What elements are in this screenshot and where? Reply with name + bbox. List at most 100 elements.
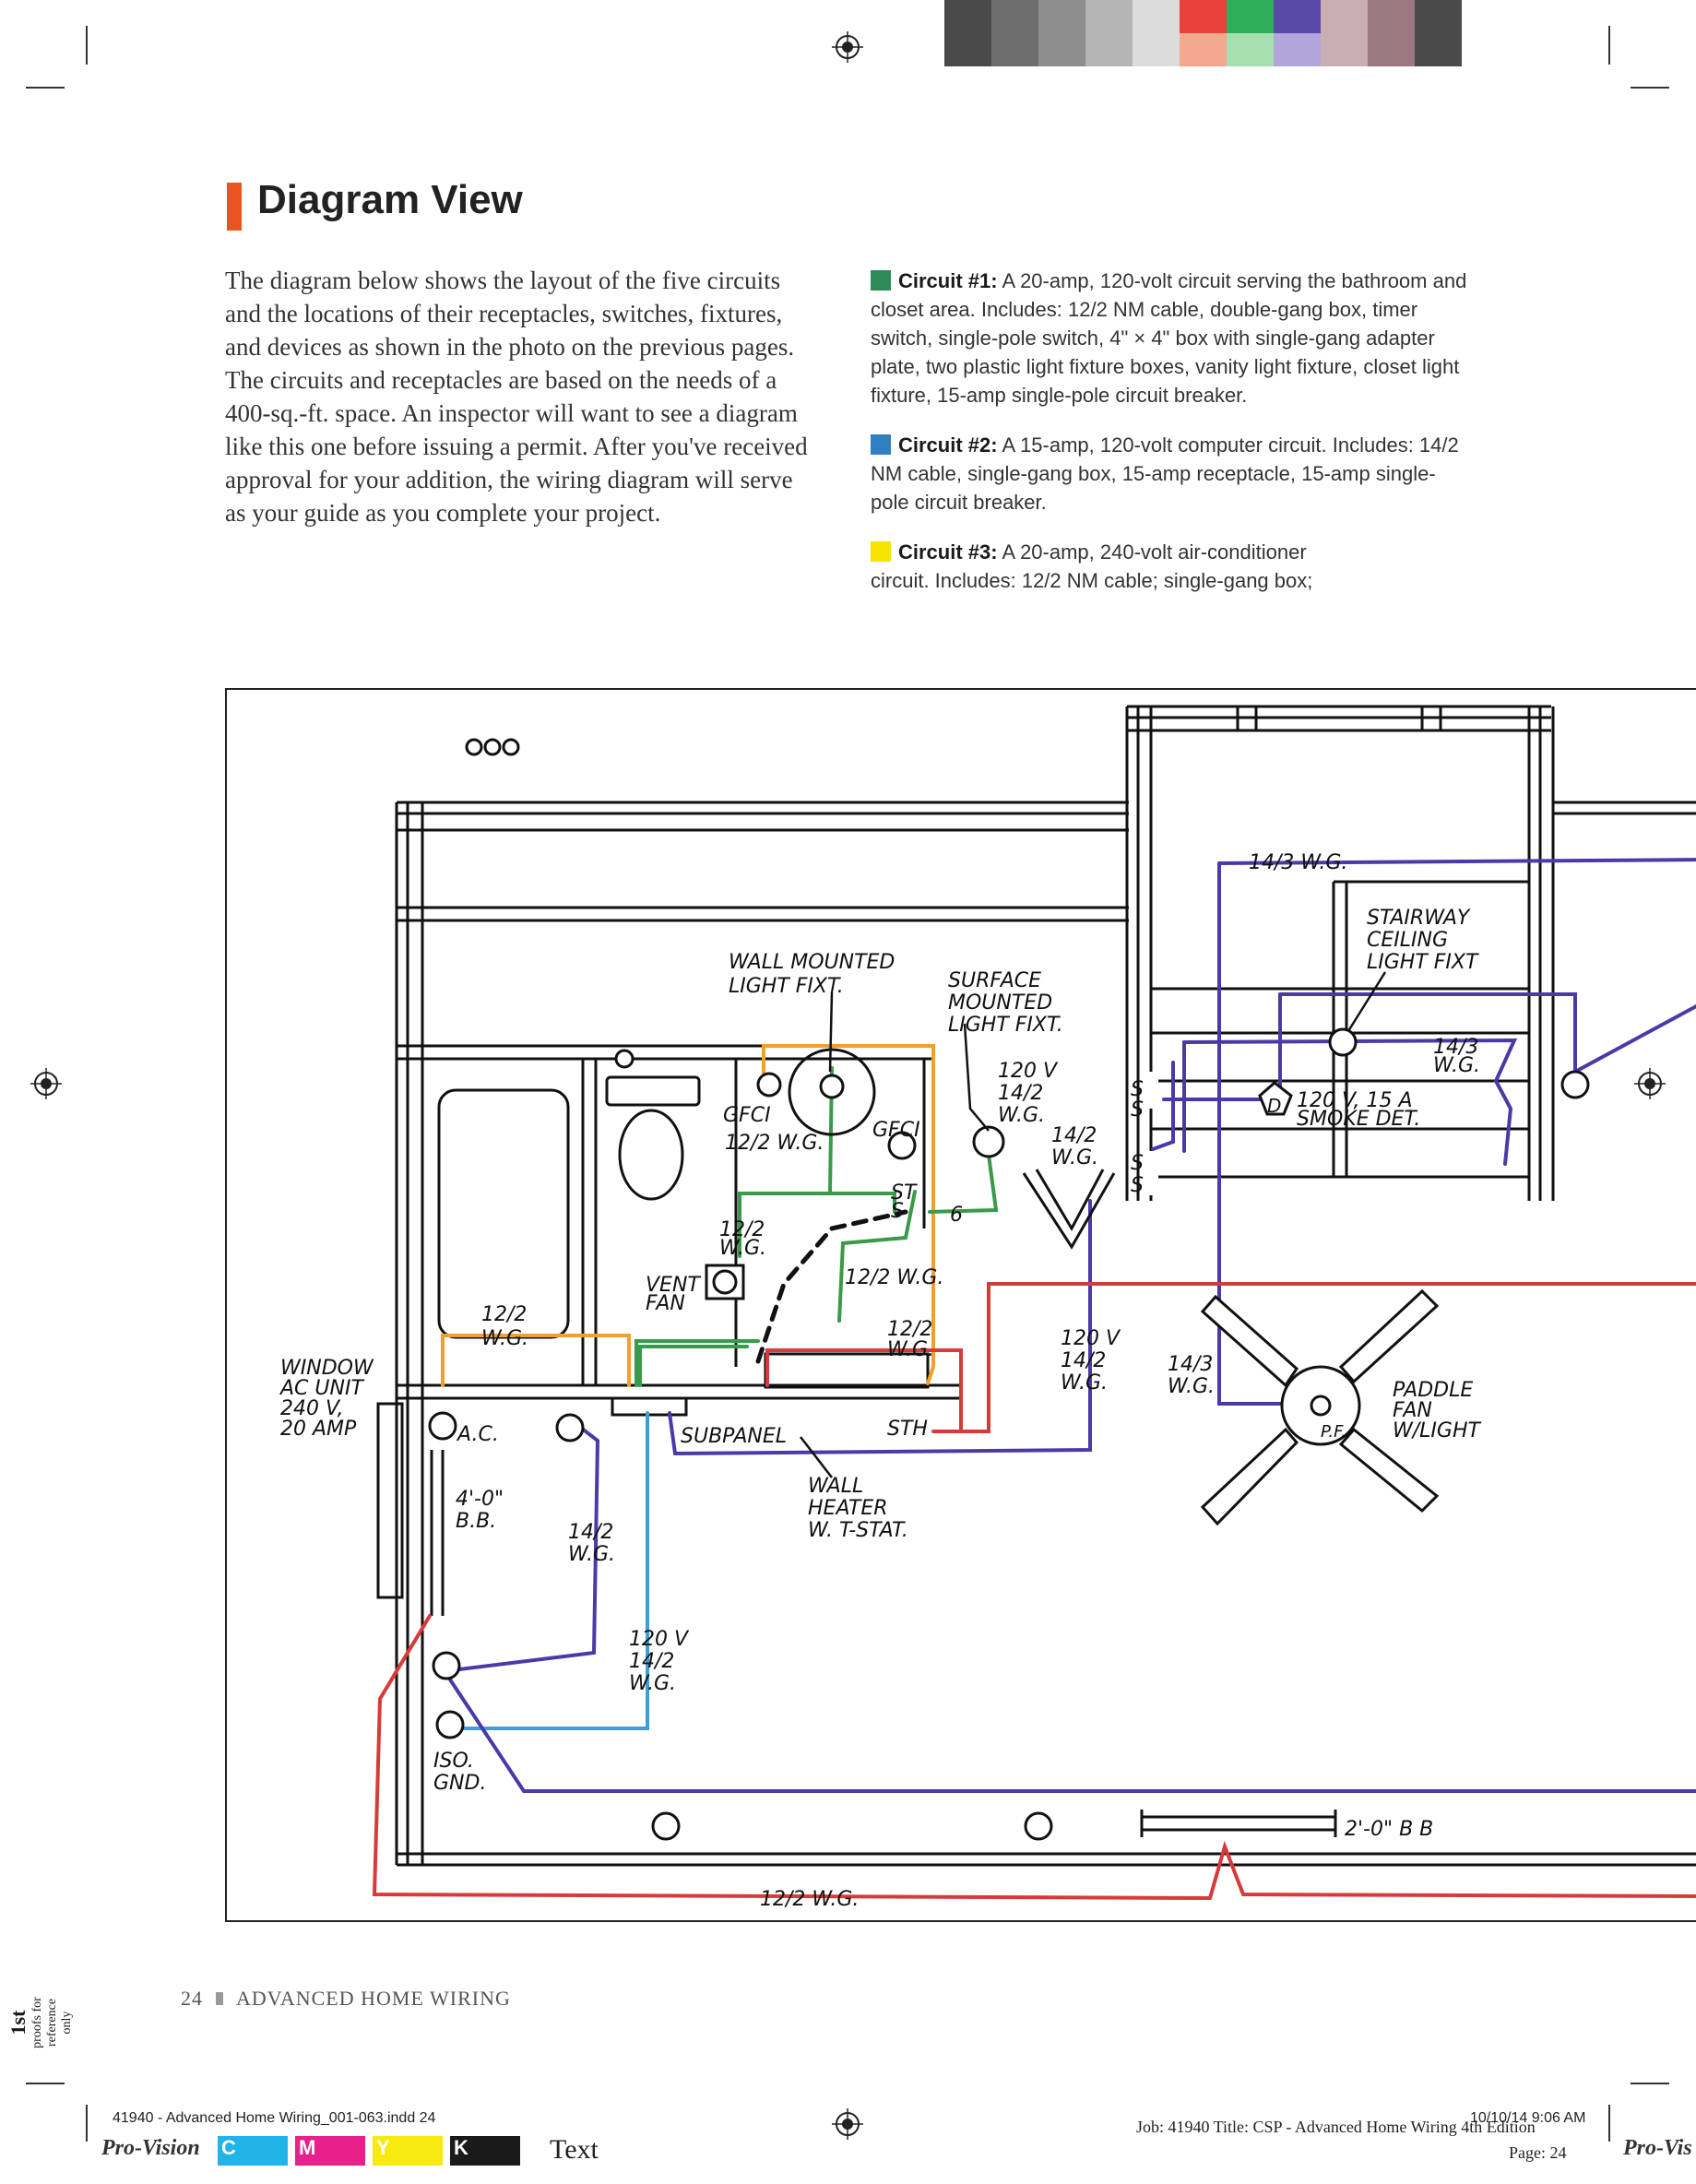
slug-text-label: Text xyxy=(550,2134,599,2165)
folio-separator xyxy=(216,1992,223,2005)
circuit-2-color-key xyxy=(871,434,891,455)
side-reference: reference xyxy=(45,1998,59,2048)
label-switch-s: S xyxy=(1131,1098,1144,1122)
label-wg-tub: W.G. xyxy=(481,1327,528,1350)
label-window-ac: WINDOW xyxy=(280,1357,374,1380)
page-number: 24 xyxy=(181,1987,203,2010)
circuit-2-text: A 15-amp, 120-volt computer circuit. Inc… xyxy=(871,433,1459,514)
label-gfci-left: GFCI xyxy=(723,1104,771,1127)
label-switch-s: S xyxy=(1131,1152,1144,1175)
label-surface-mounted: LIGHT FIXT. xyxy=(948,1014,1063,1037)
side-1st: 1st xyxy=(6,2010,30,2036)
label-wg-mid: 12/2 W.G. xyxy=(845,1266,943,1289)
registration-mark-icon xyxy=(1634,1068,1666,1099)
plate-magenta: M xyxy=(295,2136,365,2166)
crop-mark xyxy=(1608,26,1610,65)
label-wg-120-bottom: W.G. xyxy=(629,1672,676,1695)
color-swatch xyxy=(1180,0,1227,66)
label-wg-14-3-right: W.G. xyxy=(1433,1054,1480,1077)
walls xyxy=(376,705,1696,1867)
crop-mark xyxy=(26,87,65,89)
label-wg-fan: 12/2 xyxy=(719,1218,765,1241)
plate-cyan: C xyxy=(218,2136,288,2166)
label-iso-gnd: ISO. xyxy=(433,1750,474,1773)
label-smoke-det: 120 V, 15 A xyxy=(1297,1089,1413,1112)
label-paddle-fan: FAN xyxy=(1393,1399,1432,1422)
label-wg-14-2-left: W.G. xyxy=(568,1543,615,1566)
label-wg-vanity: 12/2 W.G. xyxy=(725,1132,824,1155)
plate-label: C xyxy=(221,2136,236,2159)
label-wg-120-bottom: 14/2 xyxy=(629,1650,674,1673)
intro-paragraph: The diagram below shows the layout of th… xyxy=(225,267,808,527)
circuit-1-description: Circuit #1: A 20-amp, 120-volt circuit s… xyxy=(871,267,1470,410)
page-title: Diagram View xyxy=(257,177,523,222)
circuit-3-description: Circuit #3: A 20-amp, 240-volt air-condi… xyxy=(871,538,1350,595)
book-title: ADVANCED HOME WIRING xyxy=(236,1987,511,2010)
label-gfci-right: GFCI xyxy=(872,1119,920,1142)
label-wg-bottom: 12/2 W.G. xyxy=(760,1888,859,1911)
plate-label: Y xyxy=(376,2136,390,2159)
paddle-fan-icon xyxy=(1200,1288,1440,1526)
registration-mark-icon xyxy=(30,1068,62,1099)
crop-mark xyxy=(1631,2083,1669,2084)
registration-mark-icon xyxy=(832,31,863,63)
label-wg-120-mid: 120 V xyxy=(1061,1327,1121,1350)
page-folio: 24 ADVANCED HOME WIRING xyxy=(181,1987,511,2011)
slug-datetime: 10/10/14 9:06 AM xyxy=(1470,2110,1586,2126)
label-wg-120-top: W.G. xyxy=(998,1104,1045,1127)
label-sth: STH xyxy=(887,1418,928,1441)
label-wg-fan: W.G. xyxy=(719,1237,766,1260)
label-wg-14-3-fan: 14/3 xyxy=(1168,1353,1213,1376)
baseboard-heater xyxy=(1140,1810,1337,1837)
label-bb-4: 4'-0" xyxy=(456,1488,504,1511)
circuit-1-text: A 20-amp, 120-volt circuit serving the b… xyxy=(871,269,1467,407)
label-switch-s: S xyxy=(1131,1174,1144,1197)
label-window-ac: 240 V, xyxy=(280,1397,344,1420)
label-wg-14-3-top: 14/3 W.G. xyxy=(1249,851,1347,874)
plate-label: K xyxy=(454,2136,468,2159)
circuit-2-description: Circuit #2: A 15-amp, 120-volt computer … xyxy=(871,431,1470,516)
label-switch-s: S xyxy=(1131,1078,1144,1101)
slug-brand-left: Pro-Vision xyxy=(101,2136,200,2160)
label-switch-s: S xyxy=(891,1200,904,1223)
plate-yellow: Y xyxy=(373,2136,443,2166)
label-wall-mounted: LIGHT FIXT. xyxy=(729,975,844,998)
wires xyxy=(372,858,1696,1901)
plate-label: M xyxy=(299,2136,316,2159)
label-paddle-fan: PADDLE xyxy=(1393,1379,1473,1402)
circuit-2-label: Circuit #2: xyxy=(898,433,998,457)
label-pf: P.F. xyxy=(1321,1422,1346,1442)
color-swatch xyxy=(1227,0,1274,66)
label-subpanel: SUBPANEL xyxy=(681,1425,787,1448)
label-wg-120-top: 120 V xyxy=(998,1060,1059,1083)
label-wg-14-3-right: 14/3 xyxy=(1433,1036,1478,1059)
leader-lines xyxy=(800,971,1387,1478)
label-stairway: LIGHT FIXT xyxy=(1367,951,1479,974)
color-swatch xyxy=(1274,0,1321,66)
side-only: only xyxy=(60,2011,74,2035)
label-smoke-det: SMOKE DET. xyxy=(1297,1108,1420,1131)
label-vent-fan: FAN xyxy=(646,1292,685,1315)
crop-mark xyxy=(86,26,88,65)
label-paddle-fan: W/LIGHT xyxy=(1393,1419,1482,1442)
label-wg-heater: 12/2 xyxy=(887,1318,932,1341)
label-wg-heater: W.G. xyxy=(887,1338,934,1361)
label-wg-14-2-left: 14/2 xyxy=(568,1521,613,1544)
color-swatch xyxy=(1085,0,1133,66)
label-surface-mounted: SURFACE xyxy=(948,969,1041,992)
label-stairway: STAIRWAY xyxy=(1367,907,1471,930)
crop-mark xyxy=(1631,87,1669,89)
color-swatch xyxy=(991,0,1038,66)
label-wall-heater: HEATER xyxy=(808,1497,888,1520)
circuit-1-label: Circuit #1: xyxy=(898,269,998,292)
color-swatch xyxy=(944,0,991,66)
color-swatch xyxy=(1368,0,1415,66)
label-window-ac: AC UNIT xyxy=(279,1377,364,1400)
circuit-3-color-key xyxy=(871,541,891,562)
color-control-bar xyxy=(944,0,1462,66)
crop-mark xyxy=(26,2083,65,2084)
label-stairway: CEILING xyxy=(1367,929,1448,952)
plate-black: K xyxy=(450,2136,520,2166)
proof-side-note: 1st proofs for reference only xyxy=(6,1967,75,2078)
circuit-3-text: A 20-amp, 240-volt air-conditioner circu… xyxy=(871,540,1313,592)
